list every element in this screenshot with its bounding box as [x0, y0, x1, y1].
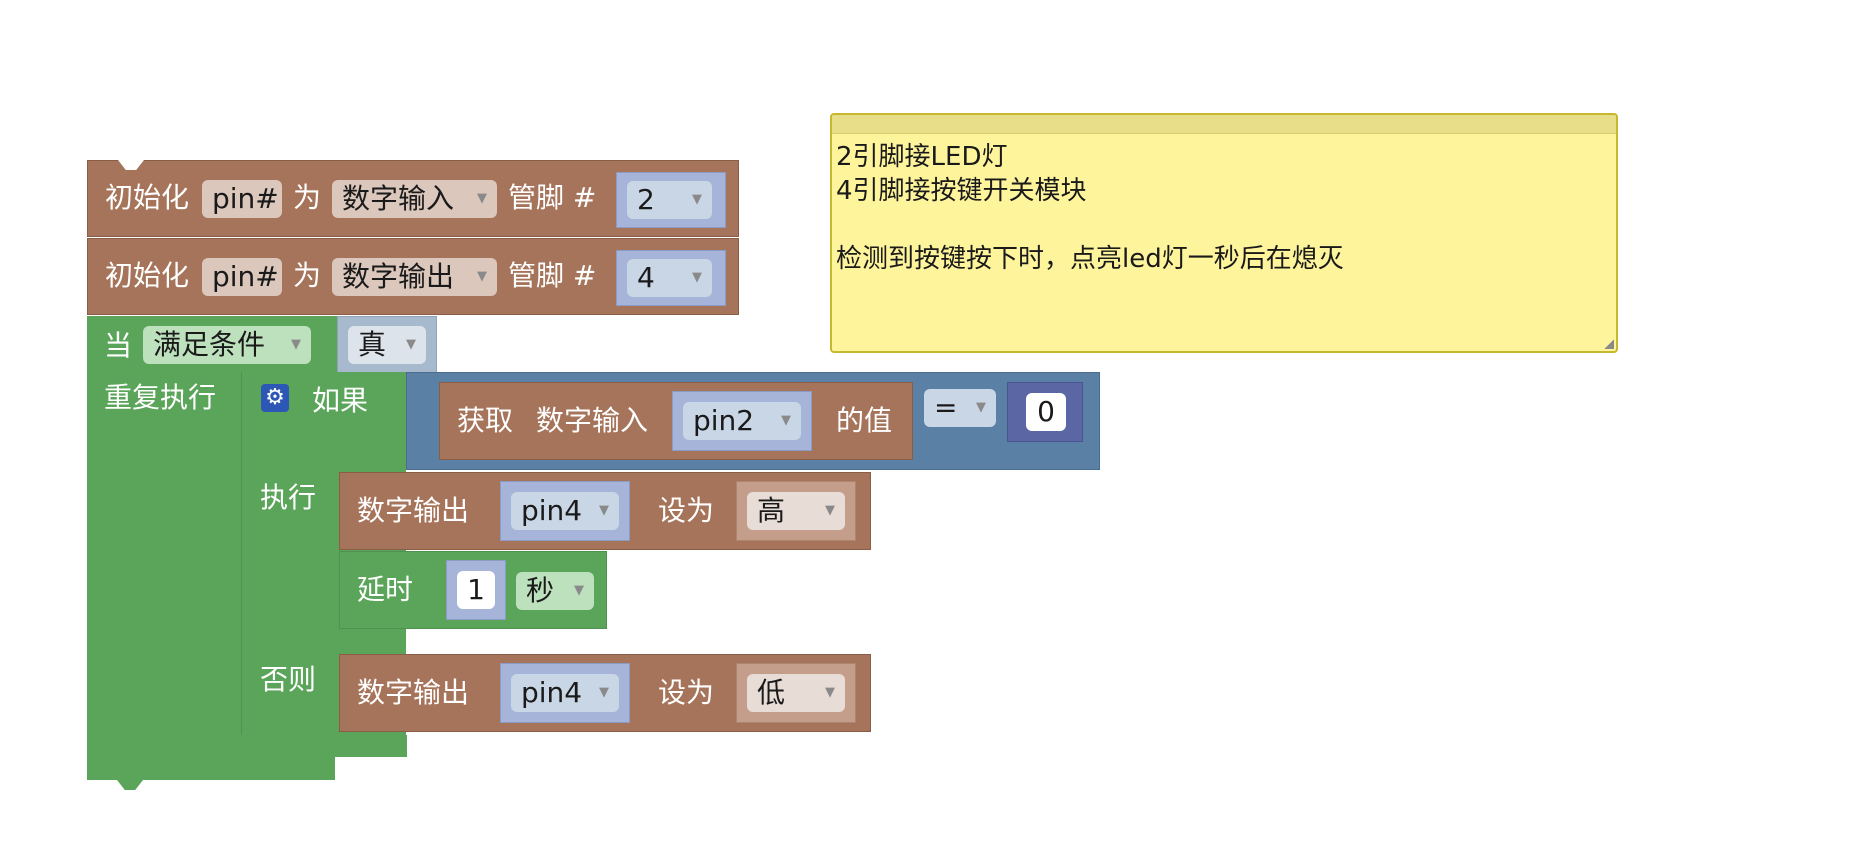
- init-label: 初始化: [105, 181, 190, 214]
- write-pin-dropdown[interactable]: pin4 ▼: [511, 492, 619, 530]
- block-connector: [276, 757, 302, 767]
- get-label: 获取: [457, 404, 514, 437]
- pin-number-value: 2: [637, 183, 655, 216]
- pin-mode-dropdown[interactable]: 数字输出 ▼: [332, 258, 497, 296]
- dropdown-arrow-icon: ▼: [574, 583, 584, 598]
- comment-note[interactable]: 2引脚接LED灯 4引脚接按键开关模块 检测到按键按下时，点亮led灯一秒后在熄…: [830, 113, 1618, 353]
- write-pin-value: pin4: [521, 676, 583, 709]
- boolean-true-dropdown[interactable]: 真 ▼: [348, 326, 426, 364]
- comment-drag-bar[interactable]: [832, 115, 1616, 134]
- level-dropdown[interactable]: 低 ▼: [747, 674, 845, 712]
- level-holder: 高 ▼: [736, 481, 856, 541]
- comment-line: 检测到按键按下时，点亮led灯一秒后在熄灭: [836, 244, 1344, 274]
- pin-holder: pin2 ▼: [672, 391, 812, 451]
- repeat-label: 重复执行: [104, 381, 217, 414]
- digital-read-block[interactable]: 获取 数字输入 pin2 ▼ 的值: [439, 382, 913, 460]
- number-holder: 0: [1007, 382, 1083, 442]
- else-connector: [339, 630, 405, 654]
- dropdown-arrow-icon: ▼: [477, 191, 487, 206]
- pin-number-dropdown[interactable]: 4 ▼: [627, 259, 712, 297]
- dropdown-arrow-icon: ▼: [291, 337, 301, 352]
- level-value: 低: [757, 676, 786, 709]
- dropdown-arrow-icon: ▼: [692, 192, 702, 207]
- delay-block[interactable]: 延时 1 秒 ▼: [339, 551, 607, 629]
- if-label: 如果: [312, 384, 369, 417]
- digital-output-label: 数字输出: [357, 676, 470, 709]
- init-pin-block-1[interactable]: 初始化 pin# 为 数字输入 ▼ 管脚 # 2 ▼: [87, 160, 739, 237]
- comment-text[interactable]: 2引脚接LED灯 4引脚接按键开关模块 检测到按键按下时，点亮led灯一秒后在熄…: [832, 134, 1616, 282]
- pin-mode-value: 数字输入: [342, 182, 455, 215]
- comment-line: 4引脚接按键开关模块: [836, 176, 1087, 206]
- compare-block[interactable]: 获取 数字输入 pin2 ▼ 的值 = ▼ 0: [406, 372, 1100, 470]
- comment-line: [836, 208, 1612, 242]
- comment-line: 2引脚接LED灯: [836, 142, 1008, 172]
- pin-label: 管脚 #: [508, 181, 597, 214]
- pin-number-holder: 4 ▼: [616, 250, 726, 306]
- write-pin-value: pin4: [521, 494, 583, 527]
- dropdown-arrow-icon: ▼: [825, 503, 835, 518]
- set-label: 设为: [658, 676, 715, 709]
- else-label: 否则: [260, 663, 317, 696]
- delay-unit-value: 秒: [526, 574, 555, 607]
- digital-write-block-high[interactable]: 数字输出 pin4 ▼ 设为 高 ▼: [339, 472, 871, 550]
- delay-label: 延时: [357, 573, 414, 606]
- while-loop-header[interactable]: 当 满足条件 ▼ 真 ▼: [87, 316, 437, 376]
- value-label: 的值: [836, 404, 893, 437]
- dropdown-arrow-icon: ▼: [825, 685, 835, 700]
- level-dropdown[interactable]: 高 ▼: [747, 492, 845, 530]
- pin-holder: pin4 ▼: [500, 663, 630, 723]
- write-pin-dropdown[interactable]: pin4 ▼: [511, 674, 619, 712]
- level-holder: 低 ▼: [736, 663, 856, 723]
- operator-value: =: [934, 391, 958, 424]
- delay-value-input[interactable]: 1: [457, 571, 495, 609]
- dropdown-arrow-icon: ▼: [477, 269, 487, 284]
- operator-dropdown[interactable]: = ▼: [924, 389, 996, 427]
- do-label: 执行: [260, 481, 317, 514]
- delay-value-holder: 1: [446, 560, 506, 620]
- dropdown-arrow-icon: ▼: [406, 337, 416, 352]
- loop-condition-value: 满足条件: [153, 328, 266, 361]
- if-else-footer: [241, 735, 407, 757]
- var-name-field[interactable]: pin#: [202, 258, 282, 296]
- pin-mode-value: 数字输出: [342, 260, 455, 293]
- as-label: 为: [293, 181, 322, 214]
- loop-condition-dropdown[interactable]: 满足条件 ▼: [143, 326, 311, 364]
- dropdown-arrow-icon: ▼: [976, 400, 986, 415]
- pin-holder: pin4 ▼: [500, 481, 630, 541]
- block-connector: [117, 780, 143, 790]
- condition-holder: 真 ▼: [337, 316, 437, 376]
- resize-handle-icon[interactable]: [1604, 339, 1614, 349]
- init-label: 初始化: [105, 259, 190, 292]
- digital-input-label: 数字输入: [536, 404, 649, 437]
- boolean-value: 真: [358, 328, 387, 361]
- dropdown-arrow-icon: ▼: [599, 503, 609, 518]
- level-value: 高: [757, 494, 786, 527]
- read-pin-dropdown[interactable]: pin2 ▼: [683, 402, 801, 440]
- compare-number-input[interactable]: 0: [1026, 393, 1066, 431]
- delay-unit-dropdown[interactable]: 秒 ▼: [516, 572, 594, 610]
- dropdown-arrow-icon: ▼: [692, 270, 702, 285]
- pin-mode-dropdown[interactable]: 数字输入 ▼: [332, 180, 497, 218]
- while-label: 当: [104, 329, 133, 362]
- dropdown-arrow-icon: ▼: [599, 685, 609, 700]
- gear-icon[interactable]: ⚙: [261, 384, 289, 412]
- digital-output-label: 数字输出: [357, 494, 470, 527]
- pin-number-holder: 2 ▼: [616, 172, 726, 228]
- while-loop-block[interactable]: [87, 316, 242, 780]
- pin-number-value: 4: [637, 261, 655, 294]
- var-name-field[interactable]: pin#: [202, 180, 282, 218]
- dropdown-arrow-icon: ▼: [781, 413, 791, 428]
- as-label: 为: [293, 259, 322, 292]
- digital-write-block-low[interactable]: 数字输出 pin4 ▼ 设为 低 ▼: [339, 654, 871, 732]
- pin-label: 管脚 #: [508, 259, 597, 292]
- init-pin-block-2[interactable]: 初始化 pin# 为 数字输出 ▼ 管脚 # 4 ▼: [87, 238, 739, 315]
- pin-number-dropdown[interactable]: 2 ▼: [627, 181, 712, 219]
- set-label: 设为: [658, 494, 715, 527]
- read-pin-value: pin2: [693, 404, 755, 437]
